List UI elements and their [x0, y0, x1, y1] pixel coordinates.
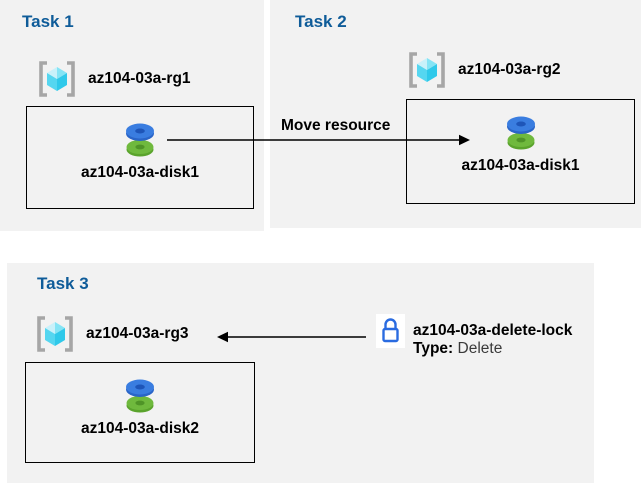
- lock-badge: [376, 314, 405, 348]
- lock-name-label: az104-03a-delete-lock: [413, 322, 573, 339]
- task2-panel: [270, 0, 641, 228]
- task1-title: Task 1: [22, 12, 74, 31]
- task3-disk-label: az104-03a-disk2: [80, 420, 200, 437]
- task1-resource-group: az104-03a-rg1: [36, 60, 191, 98]
- disk-icon: [126, 123, 154, 157]
- move-resource-label: Move resource: [281, 117, 391, 134]
- disk-icon: [506, 116, 535, 150]
- task1-rg-label: az104-03a-rg1: [88, 70, 191, 87]
- task1-disk-label: az104-03a-disk1: [80, 164, 200, 181]
- task3-resource-box: az104-03a-disk2: [25, 362, 255, 463]
- lock-type-label: Type: Delete: [413, 340, 502, 358]
- task3-panel: [7, 263, 594, 483]
- lock-type-value: Delete: [457, 340, 503, 357]
- task2-disk-label: az104-03a-disk1: [461, 157, 580, 174]
- disk-icon: [126, 379, 154, 413]
- lock-icon: [382, 318, 399, 343]
- lock-type-key: Type:: [413, 340, 454, 357]
- resource-group-icon: [37, 316, 73, 352]
- task2-resource-group: az104-03a-rg2: [406, 51, 561, 89]
- task3-resource-group: az104-03a-rg3: [34, 315, 189, 353]
- resource-group-icon: [409, 52, 445, 88]
- task1-panel: [0, 0, 264, 231]
- resource-group-icon: [39, 61, 75, 97]
- task2-rg-label: az104-03a-rg2: [458, 61, 561, 78]
- task3-title: Task 3: [37, 274, 89, 293]
- task2-title: Task 2: [295, 12, 347, 31]
- task2-resource-box: az104-03a-disk1: [406, 99, 635, 204]
- task1-resource-box: az104-03a-disk1: [26, 106, 254, 209]
- task3-rg-label: az104-03a-rg3: [86, 325, 189, 342]
